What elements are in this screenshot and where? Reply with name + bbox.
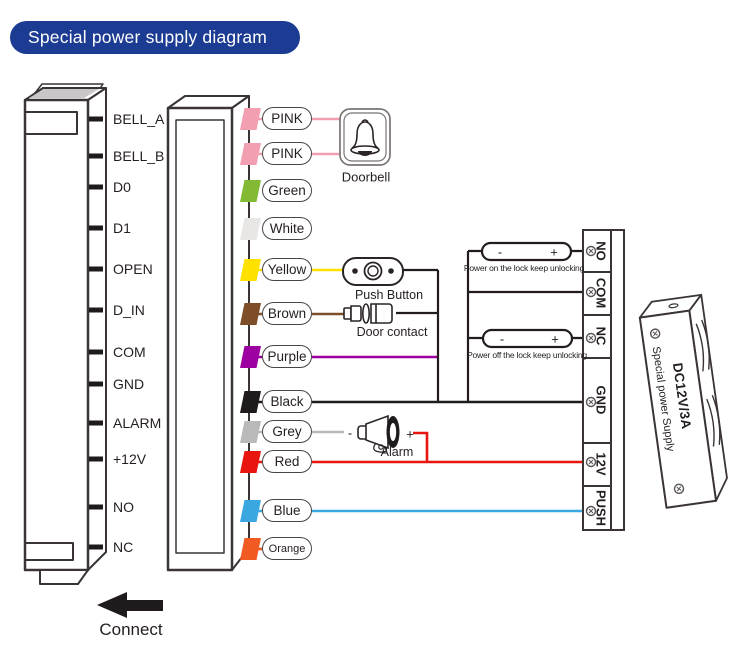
lock-symbols (480, 241, 574, 349)
alarm-minus-sign: - (347, 425, 353, 441)
wire-stub (240, 303, 261, 325)
psu-vents (695, 319, 721, 447)
pin-label-no: NO (113, 499, 134, 515)
wire-stub (240, 421, 261, 443)
terminal-label-com: COM (593, 277, 609, 309)
pin-label-d-in: D_IN (113, 302, 145, 318)
pin-label-com: COM (113, 344, 146, 360)
wire-stub (240, 259, 261, 281)
terminal-label-push: PUSH (593, 489, 609, 527)
bell-glyph (350, 119, 380, 156)
wire-label-yellow: Yellow (262, 258, 312, 281)
page-title-banner: Special power supply diagram (10, 21, 300, 54)
wire-label-green: Green (262, 179, 312, 202)
wire-stub (240, 143, 261, 165)
connector-device (166, 95, 250, 572)
pin-label-bell-b: BELL_B (113, 148, 165, 164)
pin-label-12v: +12V (113, 451, 147, 467)
alarm-plus-sign: + (406, 426, 414, 442)
door-contact-label: Door contact (356, 325, 428, 339)
wire-label-brown: Brown (262, 302, 312, 325)
pin-label-alarm: ALARM (113, 415, 162, 431)
pin-label-nc: NC (113, 539, 134, 555)
wire-label-black: Black (262, 390, 312, 413)
wire-label-grey: Grey (262, 420, 312, 443)
reader-pin-ticks (89, 116, 103, 550)
wire-stub (240, 108, 261, 130)
connect-arrow-icon (97, 592, 163, 618)
lock1-caption: Power on the lock keep unlocking (463, 263, 585, 273)
wire-stubs (240, 108, 261, 560)
wire-label-pink-1: PINK (262, 107, 312, 130)
lock2-plus-sign: + (551, 331, 559, 347)
lock-capsule-2 (481, 328, 574, 349)
wire-label-orange: Orange (262, 537, 312, 560)
terminal-screws (585, 245, 597, 517)
alarm-label: Alarm (380, 445, 414, 459)
wire-stub (240, 180, 261, 202)
terminal-label-no: NO (593, 241, 609, 261)
push-button-label: Push Button (354, 288, 424, 302)
wire-stub (240, 391, 261, 413)
wire-stub (240, 538, 261, 560)
lock2-minus-sign: - (499, 331, 505, 347)
lock1-plus-sign: + (550, 244, 558, 260)
pin-label-d0: D0 (113, 179, 131, 195)
doorbell-icon (339, 108, 391, 166)
wire-stub (240, 346, 261, 368)
wire-stub (240, 451, 261, 473)
alarm-icon (357, 414, 400, 453)
pin-label-open: OPEN (113, 261, 153, 277)
connect-label: Connect (99, 620, 163, 639)
pin-label-gnd: GND (113, 376, 145, 392)
keypad-device (23, 83, 107, 585)
connection-lines (396, 249, 588, 402)
wiring (257, 117, 588, 551)
psu-box (638, 293, 728, 509)
wire-alarm-red (413, 431, 429, 462)
wire-label-blue: Blue (262, 499, 312, 522)
lock-capsule-1 (480, 241, 573, 262)
wire-label-purple: Purple (262, 345, 312, 368)
wire-label-pink-2: PINK (262, 142, 312, 165)
pin-label-bell-a: BELL_A (113, 111, 165, 127)
wire-label-white: White (262, 217, 312, 240)
wire-stub (240, 218, 261, 240)
wire-stub (240, 500, 261, 522)
lock2-caption: Power off the lock keep unlocking (467, 350, 587, 360)
push-button-icon (342, 257, 404, 286)
terminal-block (582, 229, 625, 531)
psu-screws (649, 328, 685, 495)
door-contact-icon (343, 303, 393, 324)
terminal-label-12v: 12V (593, 452, 609, 476)
terminal-label-nc: NC (593, 326, 609, 346)
terminal-label-gnd: GND (593, 385, 609, 415)
wire-label-red: Red (262, 450, 312, 473)
pin-label-d1: D1 (113, 220, 131, 236)
lock1-minus-sign: - (497, 244, 503, 260)
doorbell-label: Doorbell (341, 169, 391, 185)
